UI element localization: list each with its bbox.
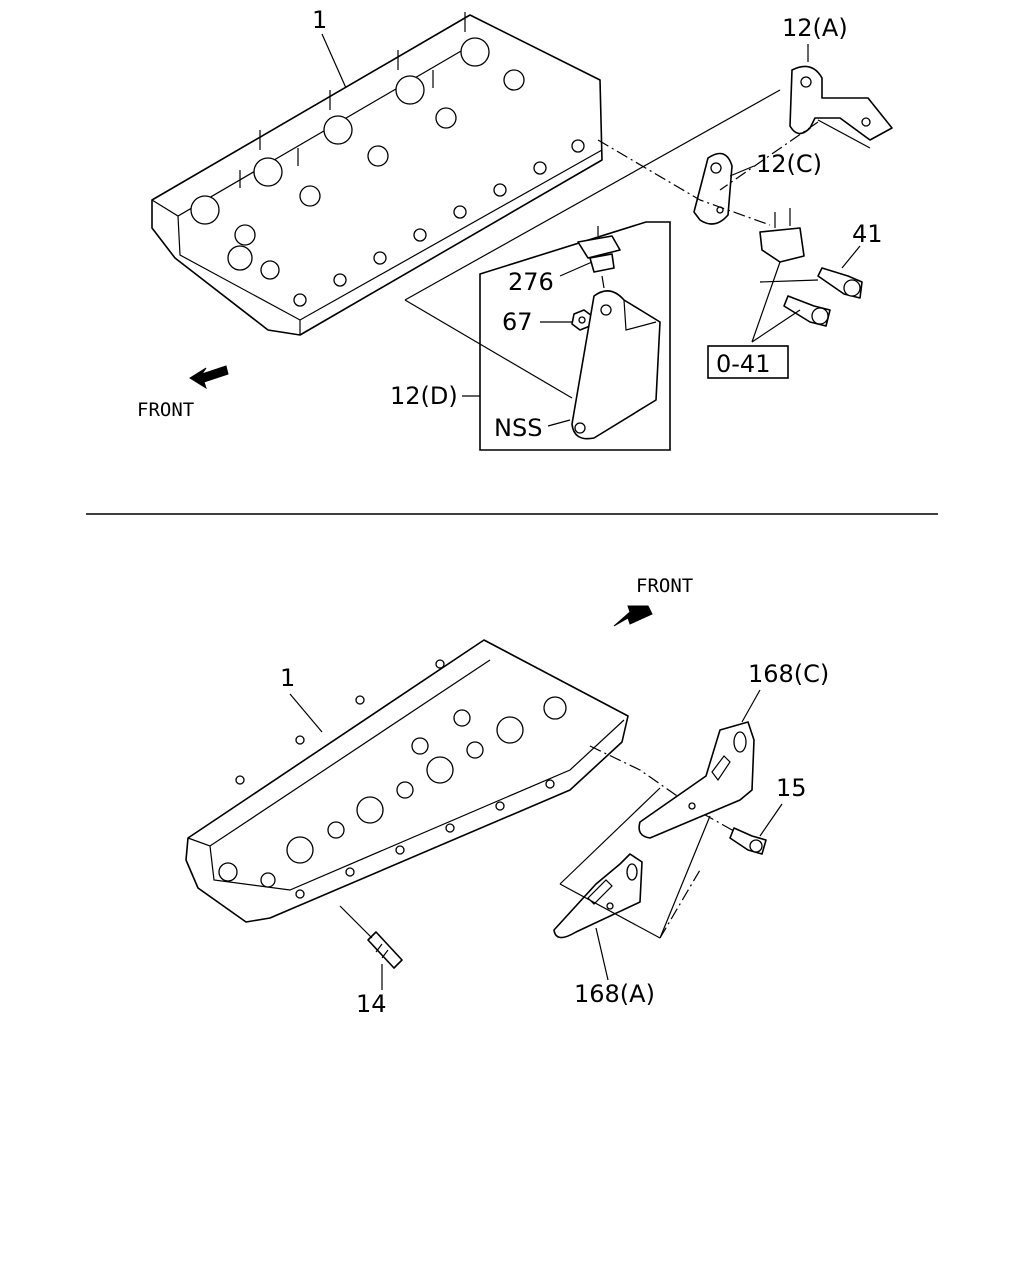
bracket-12a <box>789 65 893 141</box>
label-cylinder-head-lower: 1 <box>280 664 295 692</box>
lower-view: FRONT <box>185 575 829 1018</box>
bracket-168a <box>553 853 643 939</box>
label-front-upper: FRONT <box>137 399 194 421</box>
label-nut-67: 67 <box>502 308 533 336</box>
valve-bosses-lower <box>218 659 567 899</box>
insulator-276 <box>577 226 621 289</box>
label-bracket-168a: 168(A) <box>574 980 655 1008</box>
bracket-12d <box>571 290 661 440</box>
label-nss: NSS <box>494 414 542 442</box>
label-insulator-276: 276 <box>508 268 554 296</box>
arrow-up-right-icon <box>613 605 653 627</box>
label-bolt-41: 41 <box>852 220 883 248</box>
inset-frame <box>479 221 671 451</box>
label-front-lower: FRONT <box>636 575 693 597</box>
label-stud-14: 14 <box>356 990 387 1018</box>
bracket-168c <box>638 721 755 839</box>
nut-67 <box>571 309 593 331</box>
label-bracket-168c: 168(C) <box>748 660 829 688</box>
label-bracket-12a: 12(A) <box>782 14 848 42</box>
label-bolt-15: 15 <box>776 774 807 802</box>
label-bracket-12d: 12(D) <box>390 382 458 410</box>
label-bracket-12c: 12(C) <box>756 150 822 178</box>
bolt-41 <box>817 267 863 299</box>
mount-block <box>759 208 805 263</box>
arrow-down-left-icon <box>189 365 229 390</box>
valve-bosses-upper <box>190 37 585 307</box>
label-bolt-group: 0-41 <box>716 350 770 378</box>
label-cylinder-head-upper: 1 <box>312 6 327 34</box>
cylinder-head-lower <box>185 639 629 923</box>
cylinder-head-upper <box>151 12 603 336</box>
bolt-0-41 <box>783 295 831 327</box>
studs-upper <box>239 12 466 188</box>
upper-view: 1 12(A) 12(C) <box>137 6 893 451</box>
stud-14 <box>367 931 403 969</box>
bolt-15 <box>729 827 767 855</box>
bracket-12c <box>693 152 733 225</box>
frame-bolt-group <box>707 345 789 379</box>
